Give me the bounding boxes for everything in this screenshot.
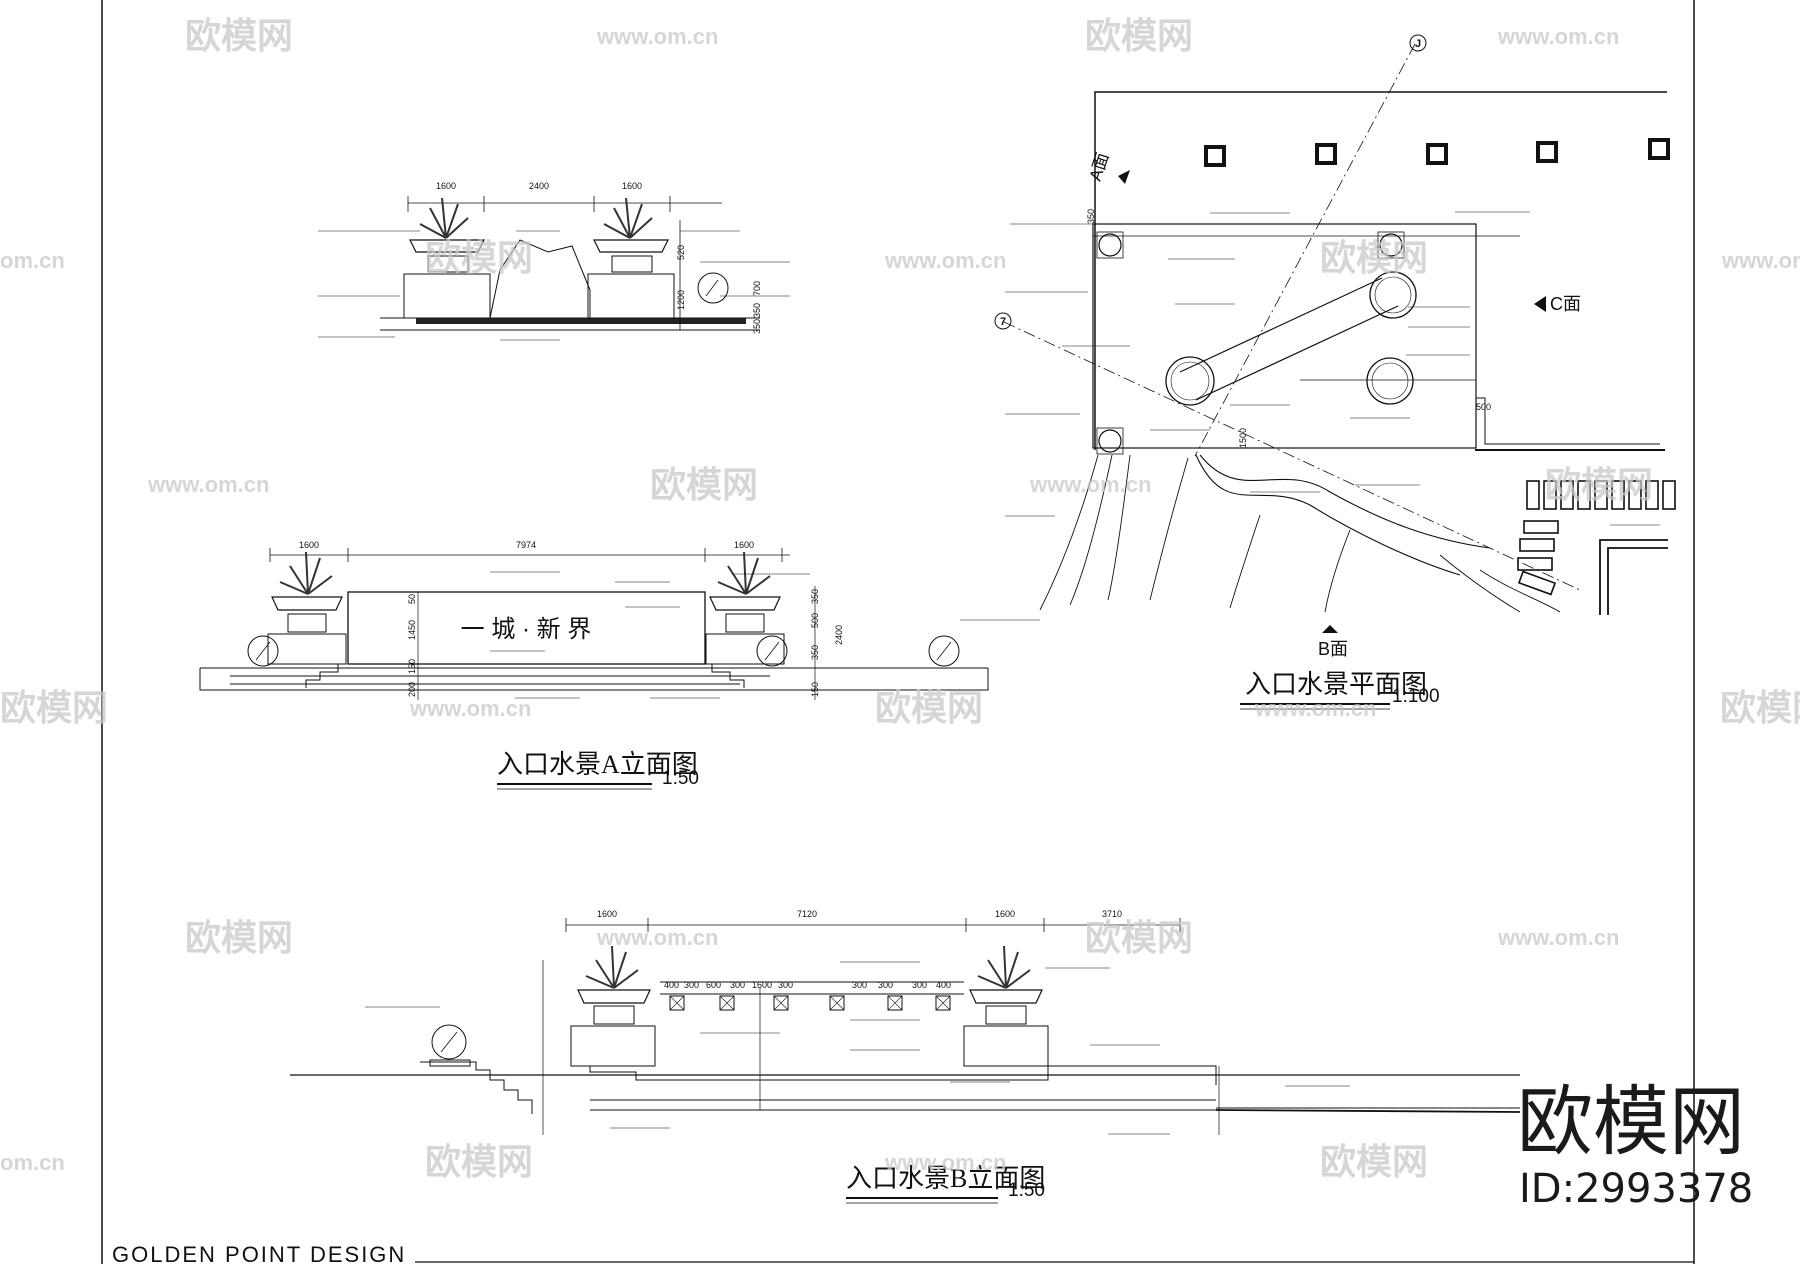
elev-b-dim-inner-7: 300	[852, 980, 867, 990]
watermark-edge-url: om.cn	[0, 248, 65, 273]
elev-a-dim-side-4: 350	[810, 589, 820, 604]
watermark-logo: 欧模网	[875, 687, 983, 728]
sheet-frame	[101, 0, 1695, 1264]
watermark-logo: 欧模网	[1720, 687, 1800, 728]
elev-a-dim-side-8: 350	[810, 645, 820, 660]
watermark-logo: 欧模网	[1320, 1141, 1428, 1182]
elev-b-title: 入口水景B立面图	[846, 1164, 1045, 1193]
section-c-dim-side-5: 350	[752, 319, 762, 334]
elevation-b: 1600 7120 1600 3710 400 300 600 300 1600…	[290, 909, 1521, 1204]
elev-a-dim-top-3: 1600	[734, 540, 754, 550]
elev-a-dim-side-5: 500	[810, 613, 820, 628]
watermark-url: www.om.cn	[1254, 696, 1376, 721]
watermark-url: www.om.cn	[1029, 472, 1151, 497]
elev-b-dim-inner-4: 300	[730, 980, 745, 990]
section-marker-c: C面	[1534, 294, 1581, 314]
watermark-badge: 欧模网 ID:2993378	[1517, 1077, 1753, 1212]
watermark-edge-url: om.cn	[0, 1150, 65, 1175]
watermark-logo: 欧模网	[425, 237, 533, 278]
section-c-dim-side-4: 350	[752, 303, 762, 318]
elev-b-dim-inner-9: 300	[912, 980, 927, 990]
footer-brand: GOLDEN POINT DESIGN	[112, 1242, 406, 1264]
section-c-dim-top-3: 1600	[622, 181, 642, 191]
elev-b-dim-top-2: 7120	[797, 909, 817, 919]
elev-b-scale: 1:50	[1008, 1180, 1045, 1201]
badge-brand-text: 欧模网	[1517, 1077, 1745, 1166]
section-c-elevation: 1600 2400 1600 520 700 1200 350 350	[318, 181, 790, 341]
beam-inner-dims: 400 300 600 300 1600 300 300 300 300 400	[664, 980, 951, 990]
elev-b-dim-inner-6: 300	[778, 980, 793, 990]
axis-label-7: 7	[1000, 316, 1006, 328]
watermark-logo: 欧模网	[185, 917, 293, 958]
elev-b-dim-inner-2: 300	[684, 980, 699, 990]
watermark-url: www.om.cn	[147, 472, 269, 497]
watermark-logo: 欧模网	[1085, 15, 1193, 56]
elev-a-dim-side-7: 200	[407, 682, 417, 697]
section-marker-b: B面	[1318, 625, 1348, 659]
elev-b-dim-inner-5: 1600	[752, 980, 772, 990]
marker-a-label: A面	[1086, 150, 1113, 183]
section-c-dim-top-2: 2400	[529, 181, 549, 191]
elev-b-dim-top-4: 3710	[1102, 909, 1122, 919]
elev-a-dim-top-2: 7974	[516, 540, 536, 550]
axis-label-j: J	[1415, 38, 1421, 50]
watermark-layer: 欧模网 www.om.cn 欧模网 www.om.cn om.cn 欧模网 ww…	[0, 15, 1800, 1182]
watermark-url: www.om.cn	[596, 925, 718, 950]
beam-blocks	[669, 995, 951, 1011]
watermark-logo: 欧模网	[650, 464, 758, 505]
elev-a-dim-side-9: 150	[810, 682, 820, 697]
elev-b-dim-inner-3: 600	[706, 980, 721, 990]
marker-b-label: B面	[1318, 639, 1348, 659]
elev-b-dim-inner-10: 400	[936, 980, 951, 990]
watermark-url: www.om.cn	[884, 248, 1006, 273]
section-c-dim-side-3: 1200	[676, 290, 686, 310]
elev-a-dim-side-6: 2400	[834, 625, 844, 645]
entrance-sign-text: 一 城 · 新 界	[461, 616, 592, 643]
elevation-a: 1600 7974 1600 一 城 · 新 界 50 1450 150	[199, 540, 1040, 790]
watermark-logo: 欧模网	[185, 15, 293, 56]
plan-dim-350: 350	[1086, 209, 1096, 224]
plan-dim-1500: 1500	[1238, 428, 1248, 448]
watermark-logo: 欧模网	[1085, 917, 1193, 958]
watermark-logo: 欧模网	[1545, 464, 1653, 505]
plan-title: 入口水景平面图	[1245, 670, 1427, 699]
marker-c-label: C面	[1550, 294, 1581, 314]
elev-b-dim-top-1: 1600	[597, 909, 617, 919]
elev-a-title: 入口水景A立面图	[497, 750, 698, 779]
elev-a-dim-side-2: 1450	[407, 620, 417, 640]
section-c-dim-top-1: 1600	[436, 181, 456, 191]
watermark-url: www.om.cn	[596, 24, 718, 49]
elev-a-dim-top-1: 1600	[299, 540, 319, 550]
watermark-url: www.om.cn	[1721, 248, 1800, 273]
watermark-url: www.om.cn	[1497, 24, 1619, 49]
watermark-url: www.om.cn	[1497, 925, 1619, 950]
section-marker-a: A面	[1086, 150, 1130, 184]
watermark-url: www.om.cn	[884, 1150, 1006, 1175]
elev-b-dim-inner-8: 300	[878, 980, 893, 990]
watermark-logo: 欧模网	[0, 687, 108, 728]
plan-view: J 7 A	[994, 34, 1676, 710]
elev-a-scale: 1:50	[662, 768, 699, 789]
elev-b-dim-top-3: 1600	[995, 909, 1015, 919]
watermark-url: www.om.cn	[409, 696, 531, 721]
plan-paving	[1517, 480, 1676, 615]
plan-scale: 1:100	[1392, 686, 1440, 707]
plan-dim-500: 500	[1476, 402, 1491, 412]
watermark-logo: 欧模网	[425, 1141, 533, 1182]
elev-a-dim-side-1: 50	[407, 594, 417, 604]
watermark-logo: 欧模网	[1320, 237, 1428, 278]
section-c-dim-side-2: 700	[752, 281, 762, 296]
elev-a-dim-side-3: 150	[407, 659, 417, 674]
elev-b-dim-inner-1: 400	[664, 980, 679, 990]
badge-id-text: ID:2993378	[1519, 1166, 1753, 1212]
section-c-dim-side-1: 520	[676, 245, 686, 260]
